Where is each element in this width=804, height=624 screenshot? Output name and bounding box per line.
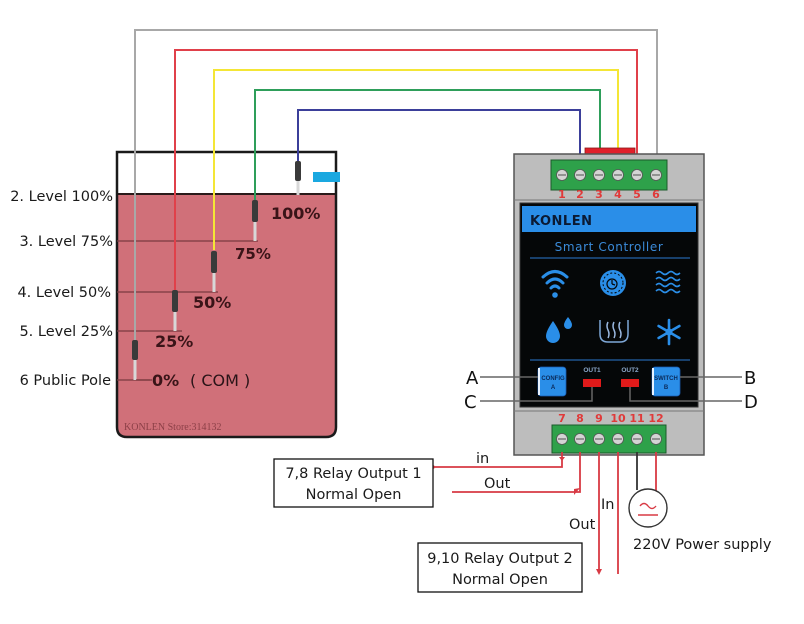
wire-blue [297,109,581,172]
bottom-terminal-number: 11 [629,412,644,425]
relay1-out-label: Out [484,476,511,492]
relay2-out-label: Out [569,517,596,533]
snowflake-icon [657,318,681,346]
bottom-terminal-number: 9 [595,412,603,425]
switch-button-label: SWITCH [654,376,678,382]
probe-75 [252,200,258,241]
top-terminal-number: 3 [595,188,603,201]
out1-label: OUT1 [583,367,601,374]
top-terminal-number: 6 [652,188,660,201]
probe-label-100: 100% [271,204,320,223]
callout-b: B [744,368,756,389]
probe-100 [295,161,301,195]
config-button[interactable]: CONFIG A [537,366,567,397]
probe-label-25: 25% [155,332,193,351]
water-tank: KONLEN Store:314132 [115,150,340,439]
tank-liquid [117,194,336,437]
callout-c: C [464,392,477,413]
probe-label-0: 0% [152,371,179,390]
relay2-in-label: In [601,497,614,513]
probe-0 [132,340,138,380]
inlet-pipe [313,172,340,182]
waves-icon [655,270,681,294]
probe-25 [172,290,178,331]
callout-lines [480,376,742,402]
level-label-100: 2. Level 100% [10,189,113,205]
bottom-terminal-block [551,424,667,454]
level-label-75: 3. Level 75% [19,234,113,250]
probe-label-50: 50% [193,293,231,312]
brand-name: KONLEN [530,214,592,229]
relay1-line2: Normal Open [306,487,402,503]
switch-button-sub: B [664,385,669,391]
top-terminal-block [550,159,668,191]
subtitle: Smart Controller [555,240,664,254]
level-label-25: 5. Level 25% [19,324,113,340]
probe-50 [211,251,217,292]
bottom-terminal-number: 7 [558,412,566,425]
relay1-line1: 7,8 Relay Output 1 [285,466,421,482]
level-label-com: 6 Public Pole [20,373,111,389]
top-terminal-number: 2 [576,188,584,201]
bottom-terminal-number: 10 [610,412,626,425]
relay2-line1: 9,10 Relay Output 2 [427,551,573,567]
relay2-line2: Normal Open [452,572,548,588]
config-button-label: CONFIG [541,376,565,382]
relay1-out-wire [452,452,581,493]
top-terminal-number: 4 [614,188,622,201]
top-terminal-number: 1 [558,188,566,201]
relay1-box: 7,8 Relay Output 1 Normal Open [273,458,434,508]
bottom-terminal-number: 12 [648,412,663,425]
wire-red [174,49,638,290]
relay2-box: 9,10 Relay Output 2 Normal Open [417,542,583,593]
out2-led [621,379,639,387]
probe-label-75: 75% [235,245,271,263]
com-label: ( COM ) [190,371,250,390]
timer-icon [600,270,626,296]
relay1-in-label: in [476,451,489,467]
out2-label: OUT2 [621,367,639,374]
level-label-50: 4. Level 50% [17,285,111,301]
water-drops-icon [546,317,572,343]
watermark: KONLEN Store:314132 [124,422,222,433]
brand-header [522,206,696,232]
wire-green [254,89,601,200]
bottom-terminal-number: 8 [576,412,584,425]
heating-icon [599,320,629,343]
wire-yellow [213,69,619,250]
config-button-sub: A [551,385,556,391]
callout-d: D [744,392,758,413]
wifi-icon [541,270,569,298]
probes [132,161,301,380]
wire-gray [134,29,658,340]
top-terminal-number: 5 [633,188,641,201]
tank-outline [115,150,338,439]
sensor-wires [134,29,658,340]
out1-led [583,379,601,387]
ac-power-symbol [628,488,668,528]
callout-a: A [466,368,479,389]
switch-button[interactable]: SWITCH B [651,366,681,397]
power-label: 220V Power supply [633,537,772,553]
